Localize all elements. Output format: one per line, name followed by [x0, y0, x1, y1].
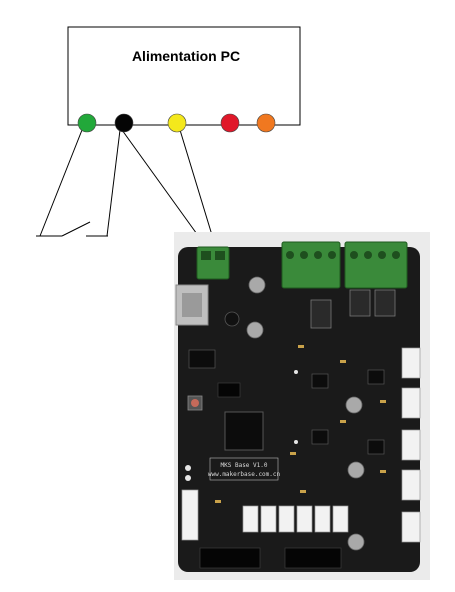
power-supply: Alimentation PC	[67, 26, 301, 126]
connector-dots	[77, 113, 276, 133]
connector-yellow	[167, 113, 187, 133]
wire-yellow-to-board	[179, 129, 216, 246]
terminal-block-4way-left	[281, 241, 341, 289]
wire-green-to-switch	[39, 129, 83, 237]
switch-symbol	[36, 221, 108, 237]
connector-orange	[256, 113, 276, 133]
board-silkscreen-url: www.makerbase.com.cn	[208, 471, 281, 478]
smd-components	[215, 345, 386, 503]
wire-black-to-board	[121, 129, 208, 249]
pcb	[178, 247, 420, 572]
terminal-block-power	[196, 246, 230, 280]
connector-green	[77, 113, 97, 133]
power-supply-box	[67, 26, 301, 126]
mosfets	[310, 289, 396, 329]
wires	[39, 129, 216, 249]
small-ics	[188, 349, 385, 455]
mcu-chip	[224, 411, 264, 451]
power-supply-title: Alimentation PC	[132, 48, 240, 64]
switch-blade	[61, 221, 91, 237]
board-silkscreen-name: MKS Base V1.0	[221, 462, 268, 469]
jst-connectors-bottom	[181, 489, 349, 541]
controller-board-photo: MKS Base V1.0 www.makerbase.com.cn	[174, 232, 430, 580]
connector-black	[114, 113, 134, 133]
wire-black-to-switch	[106, 129, 121, 237]
capacitors	[246, 276, 365, 551]
connector-red	[220, 113, 240, 133]
jst-connectors-right	[401, 347, 421, 543]
terminal-block-4way-right	[344, 241, 408, 289]
pin-headers	[199, 382, 342, 569]
